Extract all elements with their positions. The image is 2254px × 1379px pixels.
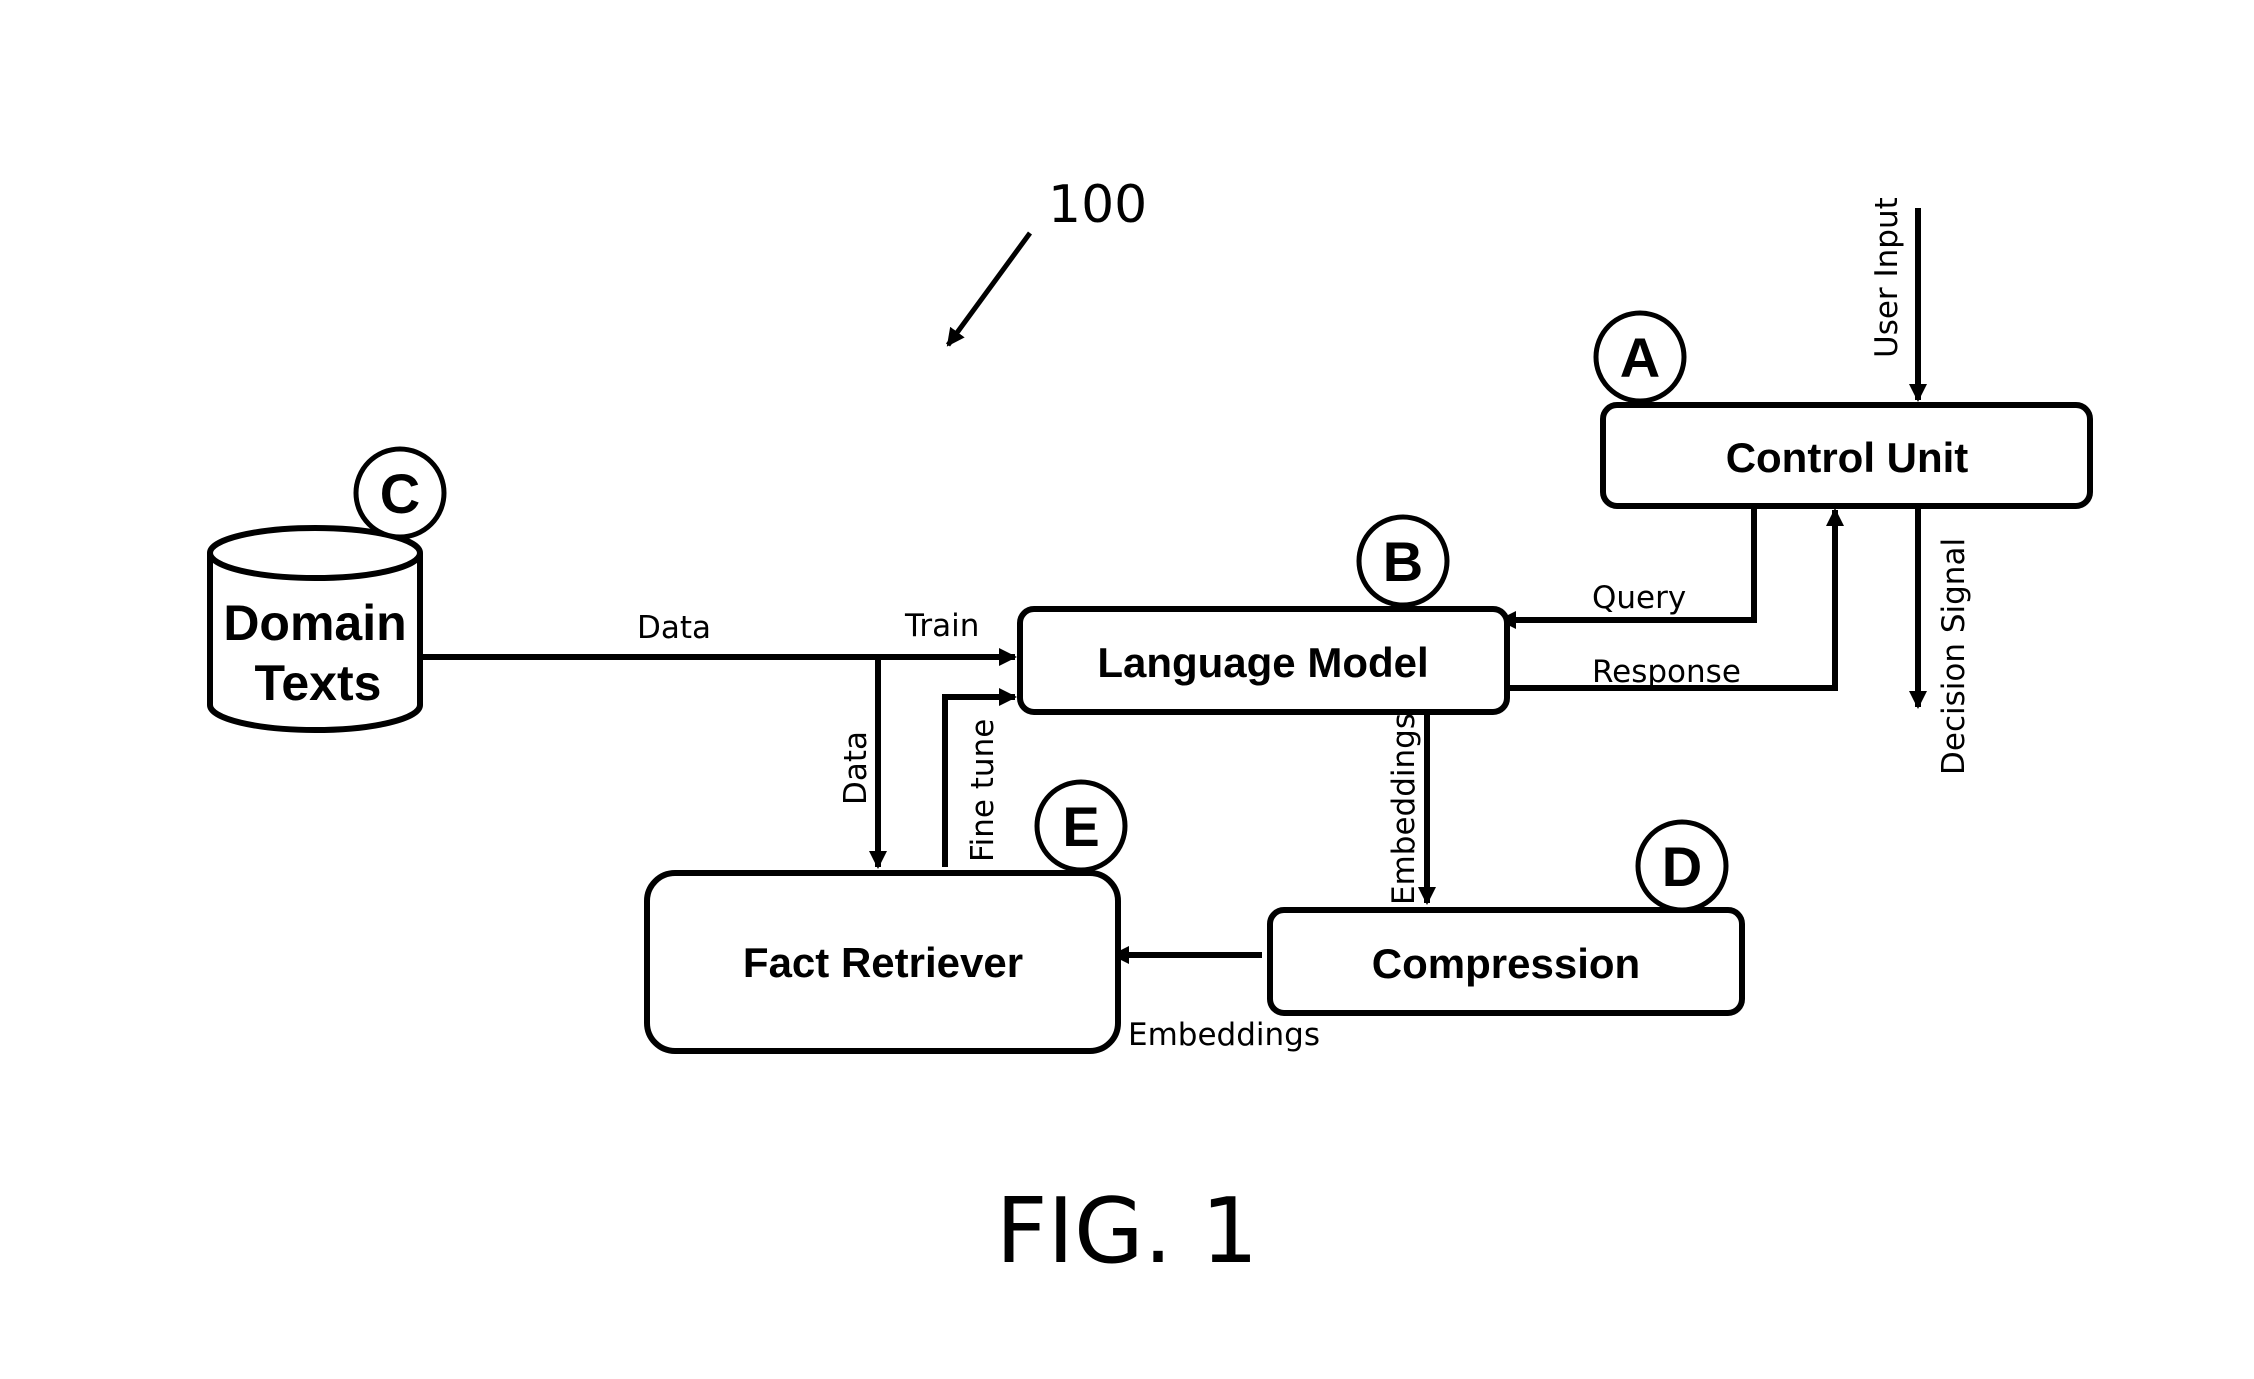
user-input-label: User Input <box>1869 197 1905 358</box>
response-label: Response <box>1592 654 1741 690</box>
fine-tune-arrow <box>942 688 1017 867</box>
compression-node: Compression <box>1267 907 1745 1016</box>
train-label: Train <box>904 608 979 644</box>
decision-signal-label: Decision Signal <box>1936 538 1972 775</box>
marker-a: A <box>1593 310 1687 404</box>
marker-e-letter: E <box>1062 795 1099 858</box>
fact-retriever-node: Fact Retriever <box>644 870 1121 1054</box>
domain-texts-label-line1: Domain <box>223 595 406 651</box>
query-label: Query <box>1592 580 1686 616</box>
marker-b: B <box>1356 514 1450 608</box>
control-unit-label: Control Unit <box>1726 434 1969 481</box>
reference-numeral: 100 <box>1048 175 1147 235</box>
embeddings-left-label: Embeddings <box>1128 1017 1320 1053</box>
domain-texts-database: Domain Texts <box>207 525 423 733</box>
query-arrow <box>1498 505 1757 629</box>
fine-tune-label: Fine tune <box>965 719 1001 862</box>
language-model-label: Language Model <box>1097 639 1428 686</box>
data-down-label: Data <box>838 731 874 805</box>
fact-retriever-label: Fact Retriever <box>743 939 1023 986</box>
compression-label: Compression <box>1372 940 1640 987</box>
embeddings-down-label: Embeddings <box>1386 713 1422 905</box>
marker-d-letter: D <box>1662 835 1702 898</box>
figure-caption: FIG. 1 <box>996 1179 1259 1284</box>
marker-e: E <box>1034 779 1128 873</box>
reference-pointer-arrow <box>945 231 1033 347</box>
language-model-node: Language Model <box>1017 606 1510 715</box>
response-arrow <box>1498 508 1844 691</box>
domain-texts-label-line2: Texts <box>255 655 382 711</box>
marker-b-letter: B <box>1383 530 1423 593</box>
control-unit-node: Control Unit <box>1600 402 2093 509</box>
data-top-label: Data <box>637 610 711 646</box>
marker-d: D <box>1635 819 1729 913</box>
marker-a-letter: A <box>1620 326 1660 389</box>
marker-c: C <box>353 446 447 540</box>
marker-c-letter: C <box>380 462 420 525</box>
